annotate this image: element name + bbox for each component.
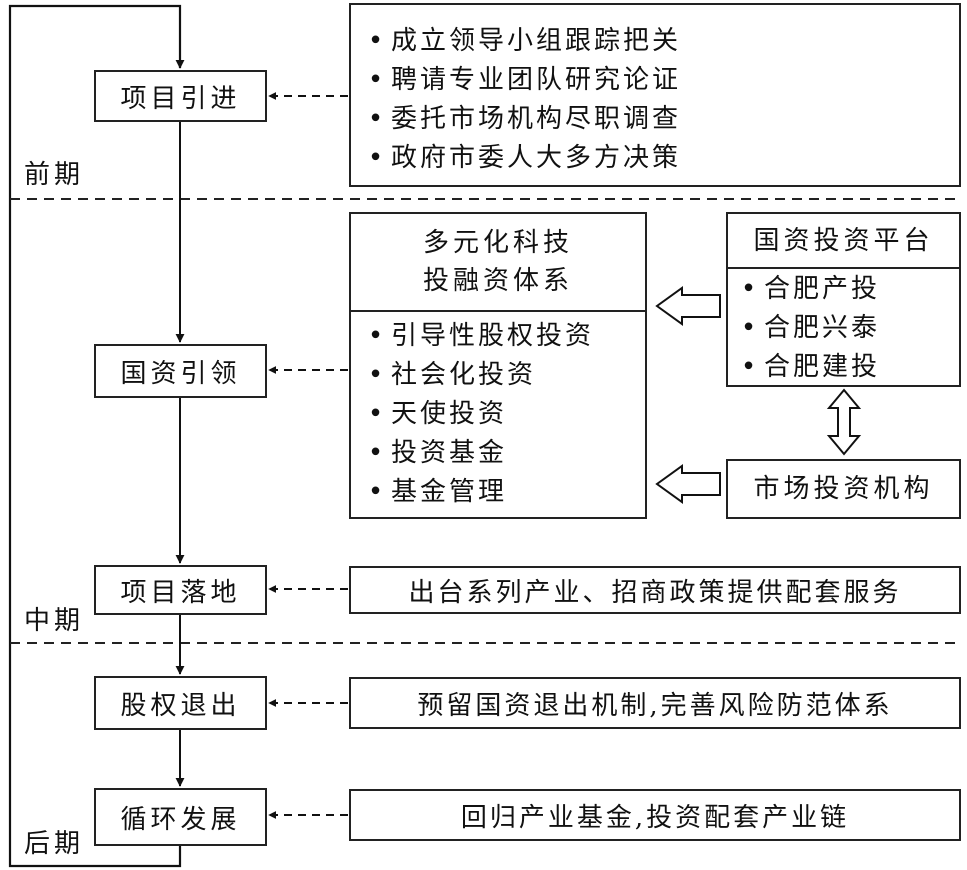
early-measures-list: 成立领导小组跟踪把关 聘请专业团队研究论证 委托市场机构尽职调查 政府市委人大多… — [363, 22, 959, 178]
cycle-desc-box: 回归产业基金,投资配套产业链 — [349, 789, 961, 841]
market-box: 市场投资机构 — [726, 459, 961, 519]
platform-title: 国资投资平台 — [728, 214, 959, 269]
phase-label-late: 后期 — [24, 829, 85, 859]
step-introduce: 项目引进 — [94, 70, 267, 122]
feedback-loop-line — [8, 4, 185, 868]
system-list: 引导性股权投资 社会化投资 天使投资 投资基金 基金管理 — [351, 312, 645, 512]
list-item: 政府市委人大多方决策 — [363, 139, 959, 178]
list-item: 委托市场机构尽职调查 — [363, 100, 959, 139]
list-item: 投资基金 — [363, 434, 645, 473]
list-item: 合肥产投 — [736, 270, 959, 309]
early-measures-box: 成立领导小组跟踪把关 聘请专业团队研究论证 委托市场机构尽职调查 政府市委人大多… — [349, 3, 961, 187]
list-item: 引导性股权投资 — [363, 317, 645, 356]
list-item: 天使投资 — [363, 395, 645, 434]
step-land: 项目落地 — [94, 565, 267, 615]
system-box: 多元化科技 投融资体系 引导性股权投资 社会化投资 天使投资 投资基金 基金管理 — [349, 212, 647, 519]
phase-label-early: 前期 — [24, 160, 85, 190]
list-item: 基金管理 — [363, 473, 645, 512]
system-title-line2: 投融资体系 — [422, 266, 573, 296]
step-cycle: 循环发展 — [94, 788, 267, 846]
phase-label-mid: 中期 — [24, 606, 85, 636]
list-item: 成立领导小组跟踪把关 — [363, 22, 959, 61]
double-arrow-platform-market — [826, 388, 862, 456]
hollow-arrow-market — [655, 464, 721, 504]
platform-box: 国资投资平台 合肥产投 合肥兴泰 合肥建投 — [726, 212, 961, 387]
list-item: 社会化投资 — [363, 356, 645, 395]
hollow-arrow-platform — [655, 286, 721, 326]
list-item: 合肥建投 — [736, 348, 959, 387]
step-lead: 国资引领 — [94, 344, 267, 398]
land-desc-box: 出台系列产业、招商政策提供配套服务 — [349, 566, 961, 614]
system-title: 多元化科技 投融资体系 — [351, 214, 645, 312]
system-title-line1: 多元化科技 — [422, 228, 573, 258]
exit-desc-box: 预留国资退出机制,完善风险防范体系 — [349, 677, 961, 729]
step-exit: 股权退出 — [94, 676, 267, 730]
list-item: 合肥兴泰 — [736, 309, 959, 348]
platform-list: 合肥产投 合肥兴泰 合肥建投 — [728, 269, 959, 387]
list-item: 聘请专业团队研究论证 — [363, 61, 959, 100]
